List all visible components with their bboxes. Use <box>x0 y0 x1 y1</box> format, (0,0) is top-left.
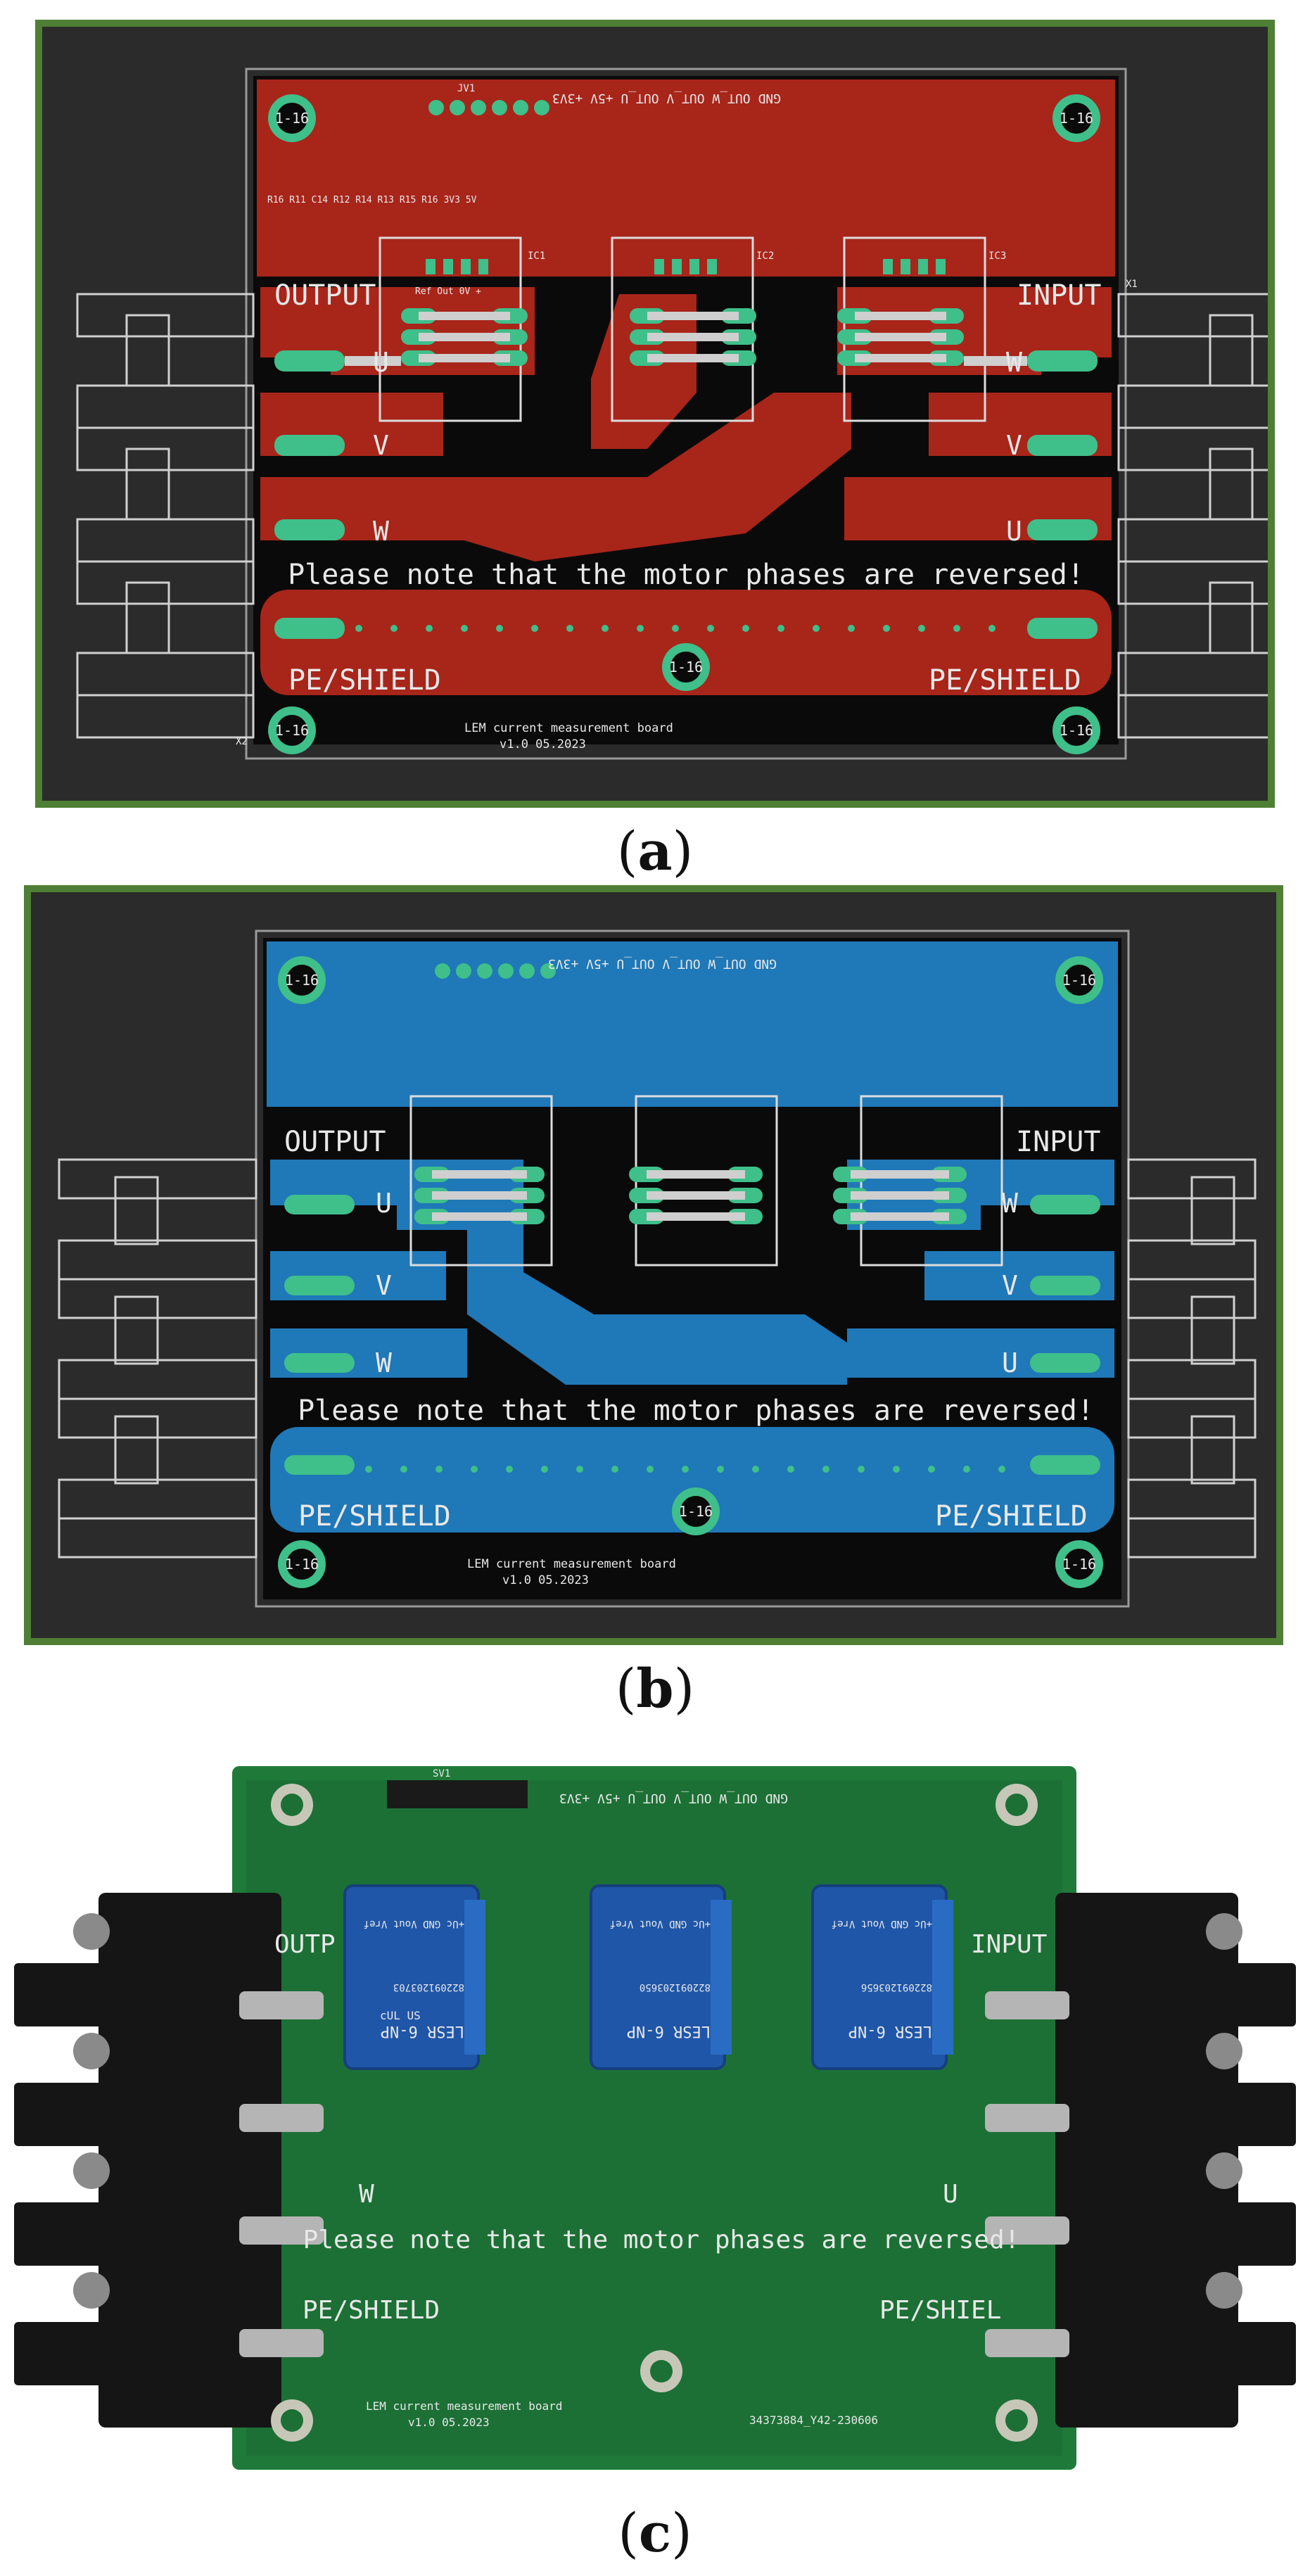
pe-right-label: PE/SHIELD <box>929 664 1081 697</box>
pe-left-label-b: PE/SHIELD <box>298 1500 451 1533</box>
ic3-ref: IC3 <box>988 250 1006 262</box>
phase-w-right: W <box>1006 347 1022 378</box>
mount-hole-label-tr-b: 1-16 <box>1062 972 1096 989</box>
pcb-photo: GND OUT_W OUT_V OUT_U +5V +3V3 SV1 OUTP … <box>14 1752 1296 2484</box>
phase-u-right: U <box>1006 516 1022 547</box>
phase-u-right-b: U <box>1002 1347 1018 1378</box>
photo-serial: 34373884_Y42-230606 <box>749 2413 878 2427</box>
mount-hole-label-mid-b: 1-16 <box>679 1503 713 1520</box>
header-ref: JV1 <box>457 83 475 94</box>
caption-a: (a) <box>616 820 694 882</box>
label-output: OUTPUT <box>274 279 376 312</box>
photo-label-output: OUTP <box>274 1930 336 1959</box>
pcb-photo-render: GND OUT_W OUT_V OUT_U +5V +3V3 SV1 OUTP … <box>14 1766 1296 2470</box>
photo-board-version: v1.0 05.2023 <box>408 2416 490 2429</box>
header-label-b: GND OUT_W OUT_V OUT_U +5V +3V3 <box>548 956 777 971</box>
photo-pe-left: PE/SHIELD <box>303 2296 440 2325</box>
sensor-3-model: LESR 6-NP <box>848 2022 932 2040</box>
mount-hole-label-mid: 1-16 <box>669 659 703 675</box>
phase-w-left-b: W <box>376 1347 392 1378</box>
phase-v-left: V <box>373 430 389 461</box>
caption-c: (c) <box>618 2501 692 2564</box>
mount-hole-label-tl-b: 1-16 <box>285 972 319 989</box>
photo-label-input: INPUT <box>971 1930 1047 1959</box>
ic2-ref: IC2 <box>756 250 774 262</box>
caption-b: (b) <box>615 1657 695 1720</box>
board-version: v1.0 05.2023 <box>500 737 586 751</box>
header-label: GND OUT_W OUT_V OUT_U +5V +3V3 <box>552 91 781 106</box>
photo-pe-right: PE/SHIEL <box>879 2296 1001 2325</box>
pcb-bottom-layer-render: GND OUT_W OUT_V OUT_U +5V +3V3 OUTPUT IN… <box>58 929 1257 1608</box>
phase-v-right-b: V <box>1002 1270 1018 1301</box>
photo-header-label: GND OUT_W OUT_V OUT_U +5V +3V3 <box>559 1791 788 1806</box>
photo-warning-text: Please note that the motor phases are re… <box>303 2226 1020 2254</box>
warning-text: Please note that the motor phases are re… <box>288 559 1084 591</box>
mount-hole-label-tr: 1-16 <box>1060 110 1093 127</box>
sensor-3-pins: +Uc GND Vout Vref <box>832 1918 932 1929</box>
photo-phase-w: W <box>359 2180 374 2209</box>
phase-w-right-b: W <box>1002 1188 1018 1219</box>
phase-w-left: W <box>373 516 389 547</box>
sensor-2-pins: +Uc GND Vout Vref <box>610 1918 711 1929</box>
board-title-b: LEM current measurement board <box>467 1557 676 1571</box>
ul-mark: cUL US <box>380 2009 421 2022</box>
x1-ref: X1 <box>1126 279 1138 290</box>
sensor-3-code: 822091203656 <box>861 1981 932 1993</box>
label-input: INPUT <box>1017 279 1101 312</box>
pcb-top-layer-render: GND OUT_W OUT_V OUT_U +5V +3V3 JV1 OUTPU… <box>76 68 1268 760</box>
sensor-1-model: LESR 6-NP <box>381 2022 464 2040</box>
pe-right-label-b: PE/SHIELD <box>935 1500 1088 1533</box>
warning-text-b: Please note that the motor phases are re… <box>298 1395 1094 1427</box>
sensor-2-model: LESR 6-NP <box>627 2022 711 2040</box>
mount-hole-label-br-b: 1-16 <box>1062 1556 1096 1573</box>
sensor-1-code: 822091203703 <box>393 1981 464 1993</box>
photo-phase-u: U <box>943 2180 958 2209</box>
mount-hole-label-bl: 1-16 <box>275 722 309 739</box>
pcb-top-layer-panel: GND OUT_W OUT_V OUT_U +5V +3V3 JV1 OUTPU… <box>35 20 1275 808</box>
label-output-b: OUTPUT <box>284 1126 386 1158</box>
mount-hole-label-bl-b: 1-16 <box>285 1556 319 1573</box>
ic1-ref: IC1 <box>528 250 545 262</box>
smd-refs: R16 R11 C14 R12 R14 R13 R15 R16 3V3 5V <box>267 195 477 205</box>
board-version-b: v1.0 05.2023 <box>502 1573 589 1587</box>
sensor-1-pins: +Uc GND Vout Vref <box>364 1918 464 1929</box>
pe-left-label: PE/SHIELD <box>288 664 441 697</box>
board-title: LEM current measurement board <box>464 721 673 735</box>
x2-ref: X2 <box>236 736 248 747</box>
mount-hole-label-br: 1-16 <box>1060 722 1093 739</box>
sensor-2-code: 822091203650 <box>640 1981 711 1993</box>
label-input-b: INPUT <box>1016 1126 1100 1158</box>
pin-labels-ic1: Ref Out 0V + <box>415 286 481 297</box>
photo-board-title: LEM current measurement board <box>366 2399 562 2413</box>
pcb-bottom-layer-panel: GND OUT_W OUT_V OUT_U +5V +3V3 OUTPUT IN… <box>24 885 1283 1645</box>
phase-u-left-b: U <box>376 1188 392 1219</box>
phase-u-left: U <box>373 347 389 378</box>
photo-header-ref: SV1 <box>433 1768 450 1779</box>
phase-v-right: V <box>1006 430 1022 461</box>
mount-hole-label-tl: 1-16 <box>275 110 309 127</box>
phase-v-left-b: V <box>376 1270 392 1301</box>
